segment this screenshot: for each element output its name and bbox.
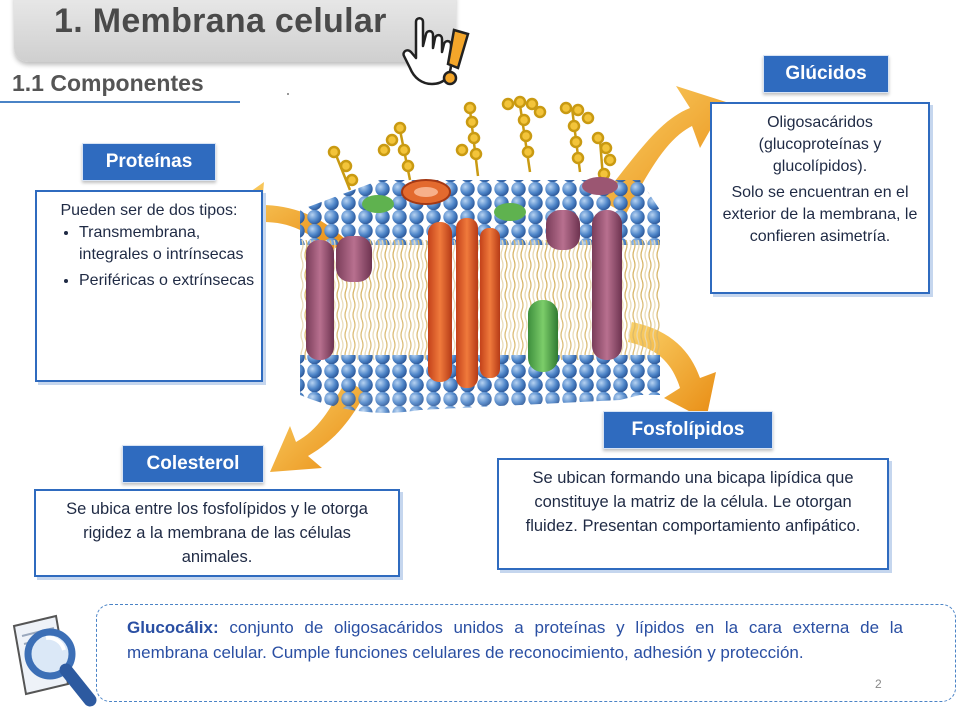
proteinas-intro: Pueden ser de dos tipos: bbox=[60, 202, 238, 219]
note-body: conjunto de oligosacáridos unidos a prot… bbox=[127, 618, 903, 662]
fosfolipidos-box: Se ubican formando una bicapa lipídica q… bbox=[497, 458, 889, 570]
glucidos-text-2: Solo se encuentran en el exterior de la … bbox=[722, 184, 918, 245]
green-protein-top-a bbox=[362, 195, 394, 213]
section-subtitle: 1.1 Componentes bbox=[12, 70, 204, 96]
note-paragraph: Glucocálix: conjunto de oligosacáridos u… bbox=[127, 615, 903, 665]
glucocalix-note: Glucocálix: conjunto de oligosacáridos u… bbox=[96, 604, 956, 702]
subtitle-underline bbox=[0, 101, 240, 103]
purple-protein-right bbox=[592, 210, 622, 360]
colesterol-label: Colesterol bbox=[122, 445, 264, 483]
stray-dot bbox=[287, 93, 289, 95]
protein-top-right bbox=[582, 177, 618, 195]
bilayer-front-bottom bbox=[300, 360, 660, 413]
bilayer-bottom-heads bbox=[300, 355, 660, 395]
fosfolipidos-label: Fosfolípidos bbox=[603, 411, 773, 449]
glucidos-box: Oligosacáridos (glucoproteínas y glucolí… bbox=[710, 102, 930, 294]
orange-protein-b bbox=[456, 218, 478, 388]
proteinas-label: Proteínas bbox=[82, 143, 216, 181]
glucidos-text-1: Oligosacáridos (glucoproteínas y glucolí… bbox=[758, 114, 882, 175]
orange-protein-a bbox=[428, 222, 452, 382]
glucidos-label: Glúcidos bbox=[763, 55, 889, 93]
page-title: 1. Membrana celular bbox=[54, 2, 387, 40]
green-protein-top-b bbox=[494, 203, 526, 221]
proteinas-list: Transmembrana, integrales o intrínsecas … bbox=[43, 222, 255, 292]
upper-tails bbox=[300, 240, 660, 300]
purple-protein-top bbox=[546, 210, 580, 250]
page-number: 2 bbox=[875, 677, 882, 691]
pointing-hand-icon bbox=[402, 17, 470, 86]
arrow-to-fosfolipidos bbox=[628, 322, 716, 420]
purple-protein-mid bbox=[336, 236, 372, 282]
purple-protein-left bbox=[306, 240, 334, 360]
arrow-to-glucidos bbox=[600, 86, 726, 214]
orange-protein-top bbox=[401, 179, 451, 205]
arrow-to-colesterol bbox=[270, 380, 366, 472]
proteinas-item-transmembrana: Transmembrana, integrales o intrínsecas bbox=[79, 222, 255, 266]
fosfolipidos-text: Se ubican formando una bicapa lipídica q… bbox=[525, 469, 861, 535]
magnifier-icon bbox=[12, 614, 97, 707]
bilayer-top-face bbox=[300, 180, 660, 245]
title-banner: 1. Membrana celular bbox=[14, 0, 456, 62]
proteinas-box: Pueden ser de dos tipos: Transmembrana, … bbox=[35, 190, 263, 382]
exclamation-icon bbox=[442, 28, 470, 86]
proteinas-item-perifericas: Periféricas o extrínsecas bbox=[79, 270, 255, 292]
lower-tails bbox=[300, 300, 660, 360]
green-protein bbox=[528, 300, 558, 372]
colesterol-box: Se ubica entre los fosfolípidos y le oto… bbox=[34, 489, 400, 577]
note-term: Glucocálix: bbox=[127, 618, 219, 637]
orange-protein-c bbox=[480, 228, 500, 378]
colesterol-text: Se ubica entre los fosfolípidos y le oto… bbox=[66, 500, 368, 566]
